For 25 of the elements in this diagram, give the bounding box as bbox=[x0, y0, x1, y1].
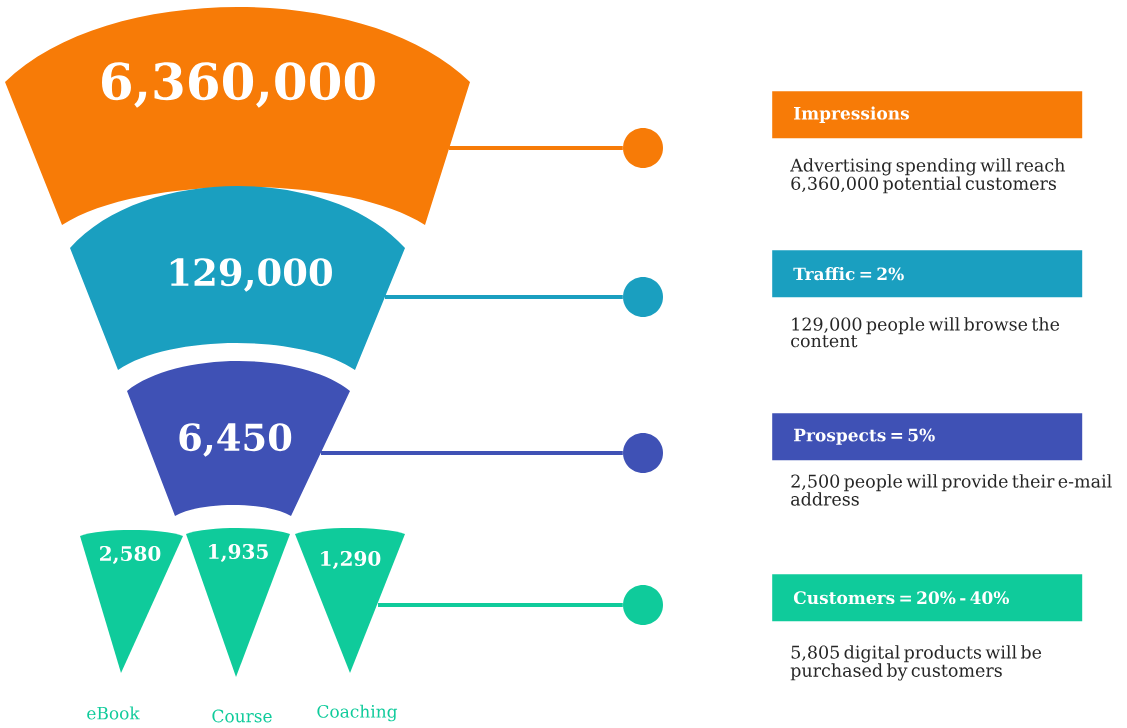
dot bbox=[623, 277, 663, 317]
funnel-segment: 6,360,000 bbox=[5, 7, 470, 225]
category-label: eBook bbox=[87, 706, 140, 720]
connector-line bbox=[321, 451, 623, 455]
category-label: Coaching bbox=[317, 704, 398, 722]
dot bbox=[623, 433, 663, 473]
funnel-triangle: 1,290 bbox=[295, 528, 405, 673]
funnel-segment: 129,000 bbox=[70, 186, 405, 370]
heading-bar: Customers = 20% - 40% bbox=[772, 574, 1083, 622]
funnel-segment: 6,450 bbox=[127, 361, 350, 516]
description-text: Advertising spending will reach 6,360,000 potential customers bbox=[790, 158, 1065, 194]
heading-bar: Traffic = 2% bbox=[772, 250, 1083, 298]
dot bbox=[623, 128, 663, 168]
connector-line bbox=[385, 295, 623, 299]
category-label: Course bbox=[212, 709, 272, 723]
description-text: 2,500 people will provide their e-mail address bbox=[791, 474, 1112, 506]
connector-line bbox=[449, 146, 623, 150]
description-text: 129,000 people will browse the content bbox=[791, 317, 1060, 348]
funnel-triangle: 2,580 bbox=[80, 530, 183, 673]
connector-line bbox=[378, 603, 623, 607]
heading-bar: Prospects = 5% bbox=[772, 413, 1083, 461]
dot bbox=[623, 585, 663, 625]
heading-bar: Impressions bbox=[772, 91, 1083, 139]
funnel-triangle: 1,935 bbox=[186, 528, 290, 677]
description-text: 5,805 digital products will be purchased by customers bbox=[790, 645, 1042, 681]
